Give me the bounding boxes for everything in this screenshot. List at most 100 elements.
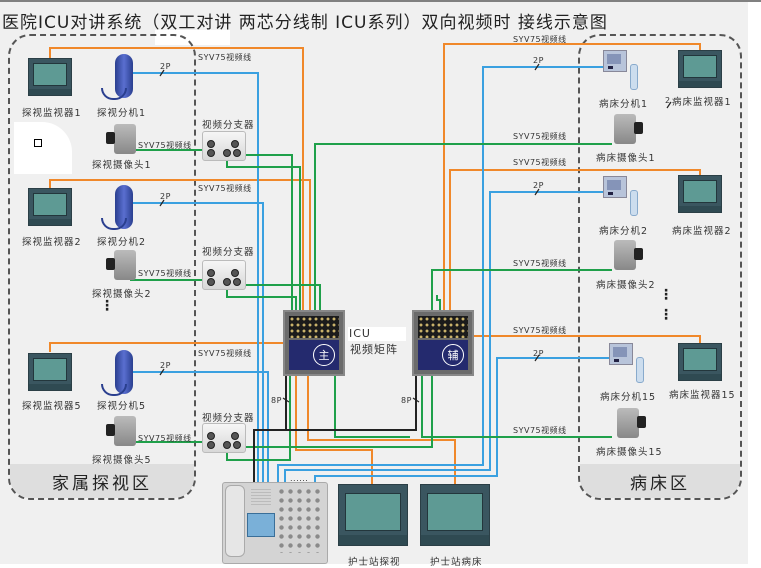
splitter-1-label: 视频分支器 bbox=[202, 120, 255, 131]
video-splitter-2 bbox=[202, 260, 246, 290]
bed-monitor-2-label: 病床监视器2 bbox=[672, 226, 732, 237]
cable-video-label: SYV75视频线 bbox=[138, 269, 192, 278]
wire-orange bbox=[49, 342, 290, 352]
nurse-monitor-visit-label: 护士站探视 bbox=[348, 557, 401, 568]
more-bed-units-ellipsis: ⋮ bbox=[659, 288, 673, 302]
splitter-2-label: 视频分支器 bbox=[202, 247, 255, 258]
wire-green bbox=[226, 160, 301, 315]
cable-video-label: SYV75视频线 bbox=[138, 141, 192, 150]
video-splitter-3 bbox=[202, 423, 246, 453]
wire-green bbox=[334, 375, 410, 438]
wire-blue bbox=[130, 202, 264, 482]
wire-green bbox=[431, 269, 612, 315]
cable-video-label: SYV75视频线 bbox=[138, 434, 192, 443]
wire-green bbox=[240, 284, 321, 315]
wire-green bbox=[421, 375, 612, 438]
cable-video-label: SYV75视频线 bbox=[513, 259, 567, 268]
bed-unit-2 bbox=[603, 176, 627, 198]
visit-handset-1-label: 探视分机1 bbox=[97, 108, 147, 119]
icu-video-matrix-aux: 辅 bbox=[412, 310, 474, 376]
white-patch bbox=[348, 327, 406, 341]
visit-monitor-1-label: 探视监视器1 bbox=[22, 108, 82, 119]
main-badge: 主 bbox=[313, 344, 335, 366]
visit-monitor-5-label: 探视监视器5 bbox=[22, 401, 82, 412]
wire-green bbox=[240, 375, 433, 448]
wire-green bbox=[240, 154, 293, 315]
matrix-label-line2: 视频矩阵 bbox=[350, 343, 398, 356]
wire-orange bbox=[470, 335, 701, 345]
visit-monitor-5 bbox=[28, 353, 72, 391]
top-rule bbox=[0, 0, 761, 2]
video-splitter-1 bbox=[202, 131, 246, 161]
cable-2p-label: 2P bbox=[533, 56, 544, 65]
wire-blue bbox=[130, 371, 269, 482]
placeholder-square bbox=[34, 139, 42, 147]
wire-orange bbox=[307, 375, 456, 485]
matrix-label-line1: ICU bbox=[349, 327, 371, 340]
bed-monitor-1 bbox=[678, 50, 722, 88]
wire-orange bbox=[443, 43, 701, 315]
cable-2p-label: 2P bbox=[533, 181, 544, 190]
splitter-3-label: 视频分支器 bbox=[202, 413, 255, 424]
cable-video-label: SYV75视频线 bbox=[513, 132, 567, 141]
wire-orange bbox=[49, 179, 311, 315]
aux-badge: 辅 bbox=[442, 344, 464, 366]
cable-video-label: SYV75视频线 bbox=[513, 158, 567, 167]
bed-monitor-2 bbox=[678, 175, 722, 213]
cable-video-label: SYV75视频线 bbox=[513, 326, 567, 335]
visit-camera-5-label: 探视摄像头5 bbox=[92, 455, 152, 466]
bed-camera-1-label: 病床摄像头1 bbox=[596, 153, 656, 164]
bed-camera-2 bbox=[614, 240, 643, 270]
nurse-station-host bbox=[222, 482, 328, 564]
wire-green bbox=[436, 295, 441, 315]
wire-black bbox=[286, 375, 417, 431]
family-zone-label: 家属探视区 bbox=[10, 464, 194, 498]
wire-blue bbox=[130, 72, 259, 482]
cable-video-label: SYV75视频线 bbox=[513, 35, 567, 44]
wire-orange bbox=[449, 169, 701, 315]
visit-camera-1-label: 探视摄像头1 bbox=[92, 160, 152, 171]
bed-unit-15 bbox=[609, 343, 633, 365]
bed-unit-15-label: 病床分机15 bbox=[600, 392, 657, 403]
wire-green bbox=[226, 290, 297, 315]
visit-handset-1 bbox=[115, 54, 133, 98]
visit-handset-5-label: 探视分机5 bbox=[97, 401, 147, 412]
bedside-zone-label: 病床区 bbox=[580, 464, 740, 498]
wire-black bbox=[253, 375, 287, 482]
bed-camera-15-label: 病床摄像头15 bbox=[596, 447, 663, 458]
wire-green bbox=[314, 143, 612, 315]
wire-green bbox=[226, 375, 291, 461]
white-patch bbox=[14, 122, 72, 174]
family-visit-zone: 家属探视区 bbox=[8, 34, 196, 500]
visit-camera-1 bbox=[106, 124, 136, 154]
bed-unit-2-label: 病床分机2 bbox=[599, 226, 649, 237]
cable-8p-label: 8P bbox=[401, 396, 412, 405]
wire-blue bbox=[284, 191, 612, 482]
visit-camera-2 bbox=[106, 250, 136, 280]
bed-monitor-1-label: 病床监视器1 bbox=[672, 97, 732, 108]
wire-orange bbox=[49, 47, 304, 315]
visit-handset-2-label: 探视分机2 bbox=[97, 237, 147, 248]
visit-monitor-2-label: 探视监视器2 bbox=[22, 237, 82, 248]
right-margin bbox=[748, 0, 761, 564]
wire-blue bbox=[314, 357, 612, 482]
cable-2p-label: 2P bbox=[160, 62, 171, 71]
bed-camera-1 bbox=[614, 114, 643, 144]
host-handset bbox=[225, 485, 245, 557]
nurse-monitor-bed bbox=[420, 484, 490, 546]
more-bed-units-ellipsis: ⋮ bbox=[659, 308, 673, 322]
visit-handset-5 bbox=[115, 350, 133, 394]
cable-8p-label: 8P bbox=[271, 396, 282, 405]
cable-2p-label: 2P bbox=[160, 361, 171, 370]
bed-monitor-15 bbox=[678, 343, 722, 381]
host-keypad bbox=[277, 487, 323, 553]
bed-call-handle bbox=[630, 190, 638, 216]
bedside-zone: 病床区 bbox=[578, 34, 742, 500]
bed-unit-1 bbox=[603, 50, 627, 72]
cable-2p-label: 2P bbox=[160, 192, 171, 201]
bed-monitor-1-prefix: 2 bbox=[665, 96, 671, 105]
nurse-monitor-bed-label: 护士站病床 bbox=[430, 557, 483, 568]
cable-video-label: SYV75视频线 bbox=[513, 426, 567, 435]
cable-video-label: SYV75视频线 bbox=[198, 184, 252, 193]
cable-video-label: SYV75视频线 bbox=[198, 349, 252, 358]
